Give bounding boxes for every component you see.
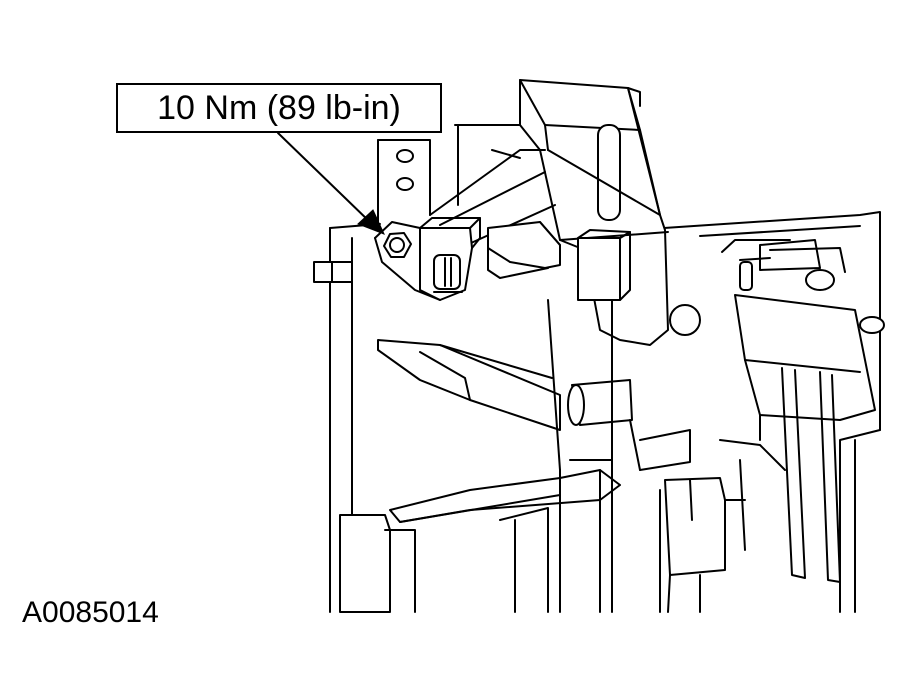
left-stud <box>313 261 353 283</box>
housing-outline <box>329 124 881 613</box>
actuator-rods <box>719 367 841 583</box>
lower-arm <box>389 469 621 523</box>
guide-block <box>487 221 561 279</box>
sensor-connector <box>419 217 481 301</box>
solenoid-assembly <box>721 239 885 441</box>
lower-bracket <box>339 507 549 613</box>
shift-bracket <box>519 79 669 346</box>
lower-base <box>559 459 746 613</box>
torque-label: 10 Nm (89 lb-in) <box>157 88 401 127</box>
torque-callout: 10 Nm (89 lb-in) <box>116 83 442 133</box>
middle-arm <box>377 339 561 431</box>
figure-id: A0085014 <box>22 596 159 629</box>
hex-bolt <box>383 232 412 258</box>
callout-leader <box>277 132 385 235</box>
central-shaft <box>547 229 701 471</box>
mounting-holes <box>396 149 414 191</box>
